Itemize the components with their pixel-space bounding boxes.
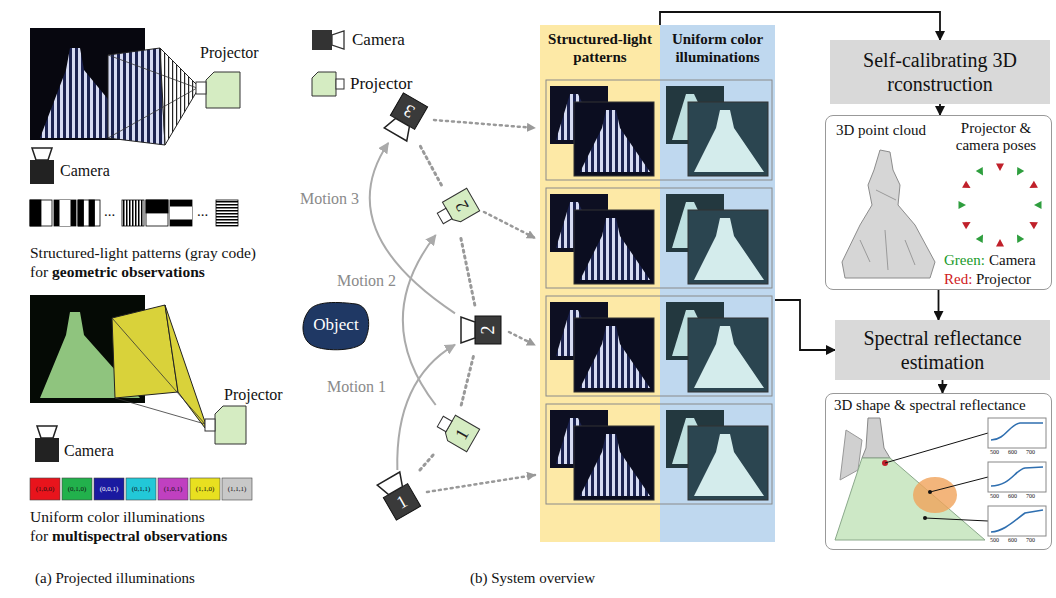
- label-text: Camera: [64, 442, 114, 460]
- label-text: 600: [1008, 449, 1017, 456]
- panel-text: 3D point cloud: [836, 122, 926, 139]
- label-text: Camera: [60, 162, 110, 180]
- edge-label: Motion 2: [335, 272, 398, 290]
- camera-node: 2: [455, 305, 505, 355]
- column-heading: Structured-light patterns: [546, 30, 654, 66]
- connector: [419, 143, 442, 185]
- result-panel: 3D point cloud Projector & camera posesGr…: [825, 115, 1052, 290]
- camera-node: 1: [373, 470, 423, 520]
- label-text: 500: [990, 537, 999, 544]
- label-text: Structured-light patterns (gray code): [30, 244, 256, 262]
- label-text: (0,0,1): [94, 478, 124, 500]
- camera-node: 3: [380, 93, 430, 143]
- pose-ring: [959, 164, 1042, 247]
- label-text: geometric observations: [52, 263, 205, 281]
- point-cloud: [842, 150, 935, 278]
- device-icon: 3: [371, 84, 439, 152]
- connector: [942, 380, 944, 393]
- object-label: Object: [313, 315, 358, 335]
- column-heading: Uniform color illuminations: [666, 30, 769, 66]
- connector: [461, 355, 474, 405]
- device-icon: 1: [421, 396, 489, 464]
- label-text: Projector: [200, 44, 259, 62]
- label-text: (1,1,1): [222, 478, 252, 500]
- gray-code-patterns: [30, 200, 238, 226]
- process-label: Self-calibrating 3D rconstruction: [858, 48, 1023, 96]
- label-text: (0,1,0): [62, 478, 92, 500]
- label-text: 700: [1026, 449, 1035, 456]
- panel-text: 3D shape & spectral reflectance: [834, 397, 1026, 414]
- device-number: 2: [474, 316, 502, 344]
- device-icon: 2: [421, 176, 489, 244]
- connector: [420, 455, 433, 470]
- process-label: Spectral reflectance estimation: [845, 326, 1040, 374]
- color-swatches: [30, 478, 252, 500]
- object-blob: Object: [300, 298, 372, 352]
- column-band: Uniform color illuminations: [660, 25, 775, 542]
- camera-symbol: [35, 426, 59, 462]
- panel-bands: [540, 25, 775, 542]
- label-text: (b) System overview: [470, 570, 595, 587]
- projector-node: 2: [430, 185, 480, 235]
- connector: [397, 345, 455, 470]
- connector: [938, 290, 940, 320]
- projector-node: 1: [430, 405, 480, 455]
- panel-text: Camera: [989, 252, 1036, 269]
- label-text: 500: [990, 493, 999, 500]
- result-panel: 3D shape & spectral reflectance: [825, 393, 1052, 550]
- connector: [939, 104, 941, 115]
- shape: [437, 416, 452, 431]
- label-text: ...: [104, 203, 115, 220]
- panel-text: Projector: [976, 271, 1031, 288]
- edge-label: Motion 1: [325, 378, 388, 396]
- legend-text: Camera: [352, 30, 405, 50]
- label-text: multispectral observations: [52, 527, 227, 545]
- label-text: for: [30, 527, 48, 545]
- label-text: Projector: [224, 386, 283, 404]
- label-text: 600: [1008, 493, 1017, 500]
- legend-icons: [312, 30, 344, 96]
- label-text: 700: [1026, 537, 1035, 544]
- observation-rows: [546, 80, 772, 504]
- shape: [303, 302, 369, 349]
- uniform-color-photo: [30, 295, 205, 428]
- label-text: 500: [990, 449, 999, 456]
- device-icon: 1: [364, 461, 432, 529]
- connector: [775, 300, 835, 350]
- connector: [403, 235, 436, 405]
- shape: [437, 208, 452, 223]
- label-text: Uniform color illuminations: [30, 508, 205, 526]
- shape: [461, 317, 475, 343]
- label-text: (1,0,0): [30, 478, 60, 500]
- panel-text: Green:: [944, 252, 985, 269]
- panel-text: Red:: [944, 271, 972, 288]
- label-text: (1,0,1): [158, 478, 188, 500]
- shape: [475, 316, 501, 344]
- label-text: 600: [1008, 537, 1017, 544]
- camera-symbol: [30, 148, 54, 184]
- projector-symbol: [205, 406, 246, 444]
- structured-light-photo: [30, 28, 197, 145]
- process-box: Self-calibrating 3D rconstruction: [830, 40, 1050, 104]
- reflectance-render: [835, 418, 1046, 540]
- label-text: 700: [1026, 493, 1035, 500]
- column-band: Structured-light patterns: [540, 25, 660, 542]
- process-box: Spectral reflectance estimation: [835, 320, 1050, 380]
- device-icon: 2: [455, 305, 505, 355]
- legend-text: Projector: [350, 74, 412, 94]
- label-text: (a) Projected illuminations: [35, 570, 195, 587]
- connector: [460, 235, 475, 305]
- label-text: (0,1,1): [126, 478, 156, 500]
- projector-symbol: [196, 72, 240, 108]
- edge-label: Motion 3: [298, 190, 361, 208]
- label-text: (1,1,0): [190, 478, 220, 500]
- label-text: for: [30, 263, 48, 281]
- panel-text: Projector & camera poses: [946, 120, 1046, 155]
- label-text: ...: [197, 203, 208, 220]
